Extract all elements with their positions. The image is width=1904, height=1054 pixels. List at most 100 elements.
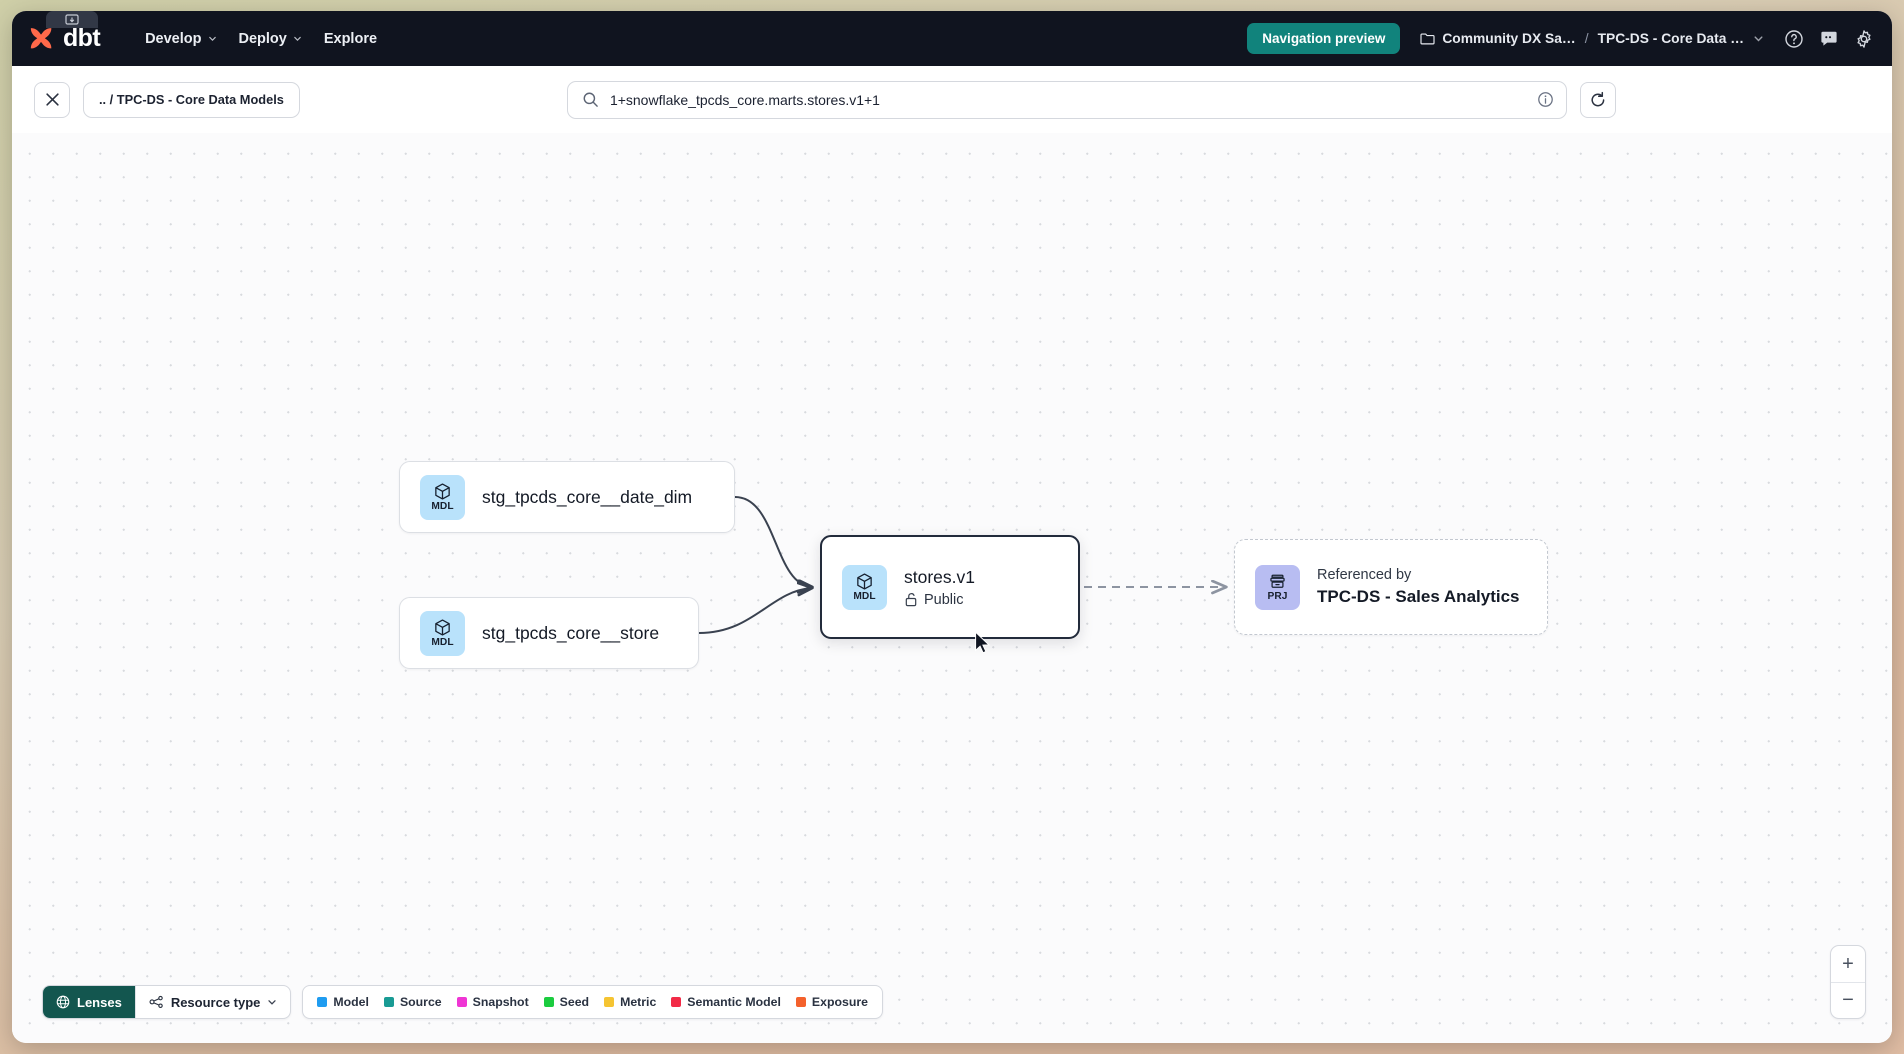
close-lineage-button[interactable] bbox=[34, 81, 70, 118]
legend-swatch bbox=[456, 997, 467, 1007]
app-window: dbt Develop Deploy Explore Navigation pr… bbox=[12, 11, 1892, 1043]
legend-item-metric: Metric bbox=[604, 995, 656, 1009]
cube-icon bbox=[435, 483, 450, 500]
node-badge-mdl: MDL bbox=[842, 564, 887, 610]
info-circle-icon[interactable] bbox=[1537, 91, 1554, 108]
breadcrumb-account[interactable]: Community DX Sa… bbox=[1420, 31, 1576, 46]
nav-item-explore-label: Explore bbox=[323, 30, 378, 47]
dbt-logo[interactable]: dbt bbox=[26, 24, 101, 54]
node-title: stores.v1 bbox=[904, 566, 975, 587]
dbt-logo-text: dbt bbox=[63, 24, 101, 52]
project-breadcrumb-pill[interactable]: .. / TPC-DS - Core Data Models bbox=[83, 81, 300, 118]
lenses-button-label: Lenses bbox=[77, 994, 122, 1010]
graph-node-stg-store[interactable]: MDL stg_tpcds_core__store bbox=[399, 597, 699, 669]
nav-item-deploy[interactable]: Deploy bbox=[228, 24, 313, 54]
legend-label: Snapshot bbox=[472, 995, 529, 1009]
top-nav-icon-group bbox=[1784, 29, 1874, 49]
node-badge-label: MDL bbox=[853, 590, 876, 602]
edge-stg-store-to-stores bbox=[698, 588, 812, 634]
project-stack-icon bbox=[1270, 574, 1285, 588]
legend-swatch bbox=[604, 997, 615, 1007]
node-access-row: Public bbox=[904, 592, 975, 608]
lineage-bottom-toolbar: Lenses Resource type bbox=[42, 985, 883, 1019]
search-input[interactable] bbox=[609, 91, 1526, 108]
node-kicker: Referenced by bbox=[1317, 567, 1412, 583]
node-badge-label: MDL bbox=[431, 636, 454, 648]
node-title: stg_tpcds_core__store bbox=[482, 622, 660, 643]
legend-item-seed: Seed bbox=[543, 995, 590, 1009]
navigation-preview-button[interactable]: Navigation preview bbox=[1247, 23, 1401, 54]
window-tab-icon bbox=[65, 14, 79, 25]
gear-icon[interactable] bbox=[1854, 29, 1874, 49]
legend-label: Seed bbox=[559, 995, 590, 1009]
breadcrumb-project[interactable]: TPC-DS - Core Data … bbox=[1598, 31, 1744, 46]
nav-item-explore[interactable]: Explore bbox=[313, 24, 388, 54]
node-badge-label: MDL bbox=[431, 500, 454, 512]
chevron-down-icon bbox=[268, 1000, 277, 1005]
window-tab-nub bbox=[46, 11, 98, 28]
node-badge-label: PRJ bbox=[1267, 590, 1288, 602]
lenses-button[interactable]: Lenses bbox=[43, 986, 135, 1018]
cube-icon bbox=[435, 619, 450, 636]
legend-swatch bbox=[317, 997, 328, 1007]
graph-node-stg-date-dim[interactable]: MDL stg_tpcds_core__date_dim bbox=[399, 461, 735, 533]
legend-swatch bbox=[543, 997, 554, 1007]
legend-item-exposure: Exposure bbox=[795, 995, 868, 1009]
legend-swatch bbox=[671, 997, 682, 1007]
legend-label: Semantic Model bbox=[687, 995, 781, 1009]
dbt-logo-icon bbox=[30, 27, 52, 48]
unlock-icon bbox=[905, 593, 917, 607]
breadcrumb-project-label: TPC-DS - Core Data … bbox=[1597, 31, 1744, 46]
zoom-in-button[interactable]: + bbox=[1842, 952, 1854, 975]
legend-item-model: Model bbox=[317, 995, 369, 1009]
breadcrumb-account-label: Community DX Sa… bbox=[1442, 31, 1576, 46]
search-area bbox=[313, 80, 1870, 119]
resource-type-dropdown[interactable]: Resource type bbox=[134, 986, 291, 1018]
feedback-icon[interactable] bbox=[1819, 29, 1839, 49]
chevron-down-icon[interactable] bbox=[1753, 33, 1764, 44]
lineage-search-box[interactable] bbox=[566, 80, 1567, 119]
close-icon bbox=[45, 93, 59, 106]
node-body: Referenced by TPC-DS - Sales Analytics bbox=[1317, 567, 1520, 607]
search-icon bbox=[583, 92, 598, 107]
top-breadcrumb: Community DX Sa… / TPC-DS - Core Data … bbox=[1420, 31, 1764, 46]
legend-label: Model bbox=[333, 995, 369, 1009]
node-badge-mdl: MDL bbox=[420, 474, 465, 520]
nav-item-deploy-label: Deploy bbox=[238, 30, 287, 47]
legend-item-semantic-model: Semantic Model bbox=[671, 995, 781, 1009]
breadcrumb-separator: / bbox=[1584, 31, 1589, 46]
legend-item-snapshot: Snapshot bbox=[456, 995, 529, 1009]
node-body: stg_tpcds_core__store bbox=[482, 623, 659, 644]
folder-icon bbox=[1420, 33, 1435, 45]
top-navigation-bar: dbt Develop Deploy Explore Navigation pr… bbox=[12, 11, 1892, 66]
node-body: stg_tpcds_core__date_dim bbox=[482, 487, 692, 508]
legend-label: Metric bbox=[620, 995, 657, 1009]
nav-item-develop[interactable]: Develop bbox=[134, 24, 227, 54]
zoom-out-button[interactable]: − bbox=[1831, 982, 1865, 1018]
node-access-label: Public bbox=[924, 591, 964, 608]
node-graph-icon bbox=[149, 995, 163, 1008]
resource-type-label: Resource type bbox=[170, 994, 261, 1010]
lenses-control-group: Lenses Resource type bbox=[42, 985, 292, 1019]
legend-swatch bbox=[795, 997, 806, 1007]
graph-node-stores-v1[interactable]: MDL stores.v1 Public bbox=[820, 535, 1080, 639]
node-badge-mdl: MDL bbox=[420, 610, 465, 656]
node-body: stores.v1 Public bbox=[904, 567, 975, 608]
legend-swatch bbox=[383, 997, 394, 1007]
resource-type-legend: Model Source Snapshot Seed Metric bbox=[302, 985, 883, 1019]
legend-item-source: Source bbox=[383, 995, 442, 1009]
node-title: TPC-DS - Sales Analytics bbox=[1317, 587, 1520, 606]
node-badge-prj: PRJ bbox=[1255, 564, 1300, 610]
help-circle-icon[interactable] bbox=[1784, 29, 1804, 49]
edge-stg-date-dim-to-stores bbox=[734, 496, 812, 587]
node-title: stg_tpcds_core__date_dim bbox=[482, 486, 693, 507]
refresh-lineage-button[interactable] bbox=[1579, 81, 1616, 118]
chevron-down-icon bbox=[294, 36, 301, 41]
legend-label: Exposure bbox=[811, 995, 868, 1009]
lineage-canvas[interactable]: MDL stg_tpcds_core__date_dim MDL stg_tpc… bbox=[12, 133, 1892, 1043]
explore-toolbar: .. / TPC-DS - Core Data Models bbox=[12, 66, 1892, 133]
graph-node-referenced-by-project[interactable]: PRJ Referenced by TPC-DS - Sales Analyti… bbox=[1234, 539, 1548, 635]
legend-label: Source bbox=[399, 995, 442, 1009]
lens-icon bbox=[56, 995, 70, 1009]
zoom-controls: + − bbox=[1830, 945, 1866, 1019]
